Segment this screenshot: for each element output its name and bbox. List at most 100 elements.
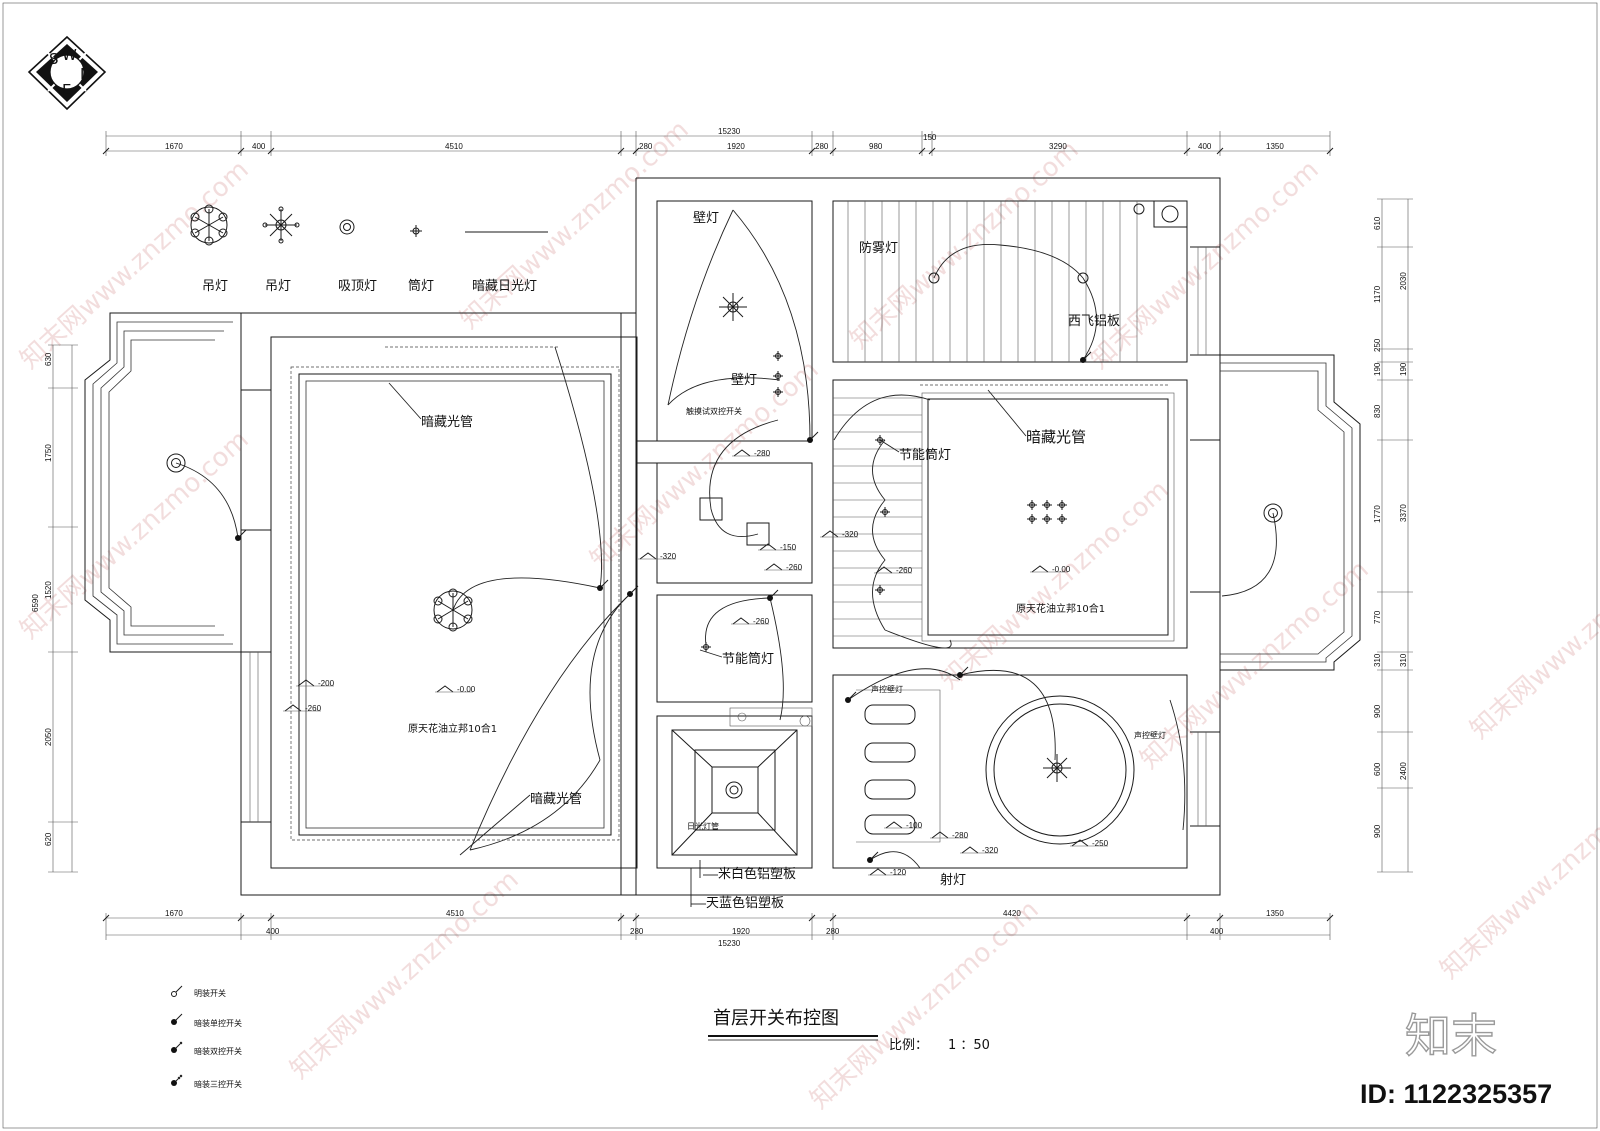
fog-lamp-icon xyxy=(1077,272,1089,284)
downlight-icon xyxy=(1057,500,1067,510)
dim-top-9: 3290 xyxy=(1049,142,1067,151)
ceiling-light-icon xyxy=(339,219,355,235)
wall-switch-icon xyxy=(807,431,819,443)
dim-left-2: 1750 xyxy=(44,444,53,462)
plan-fixtures xyxy=(166,272,1283,799)
label-touch-switch: 触摸试双控开关 xyxy=(686,406,742,416)
label-ceiling-note-1: 原天花油立邦10合1 xyxy=(408,722,497,735)
level-4: -260 xyxy=(786,563,803,572)
dim-top-6: 280 xyxy=(815,142,829,151)
compass-icon: S W N E xyxy=(27,35,107,111)
dim-left-5: 620 xyxy=(44,832,53,846)
label-hidden-tube-1: 暗藏光管 xyxy=(421,415,473,430)
label-spotlight: 射灯 xyxy=(940,872,966,888)
wall-switch-icon xyxy=(627,585,639,597)
legend-label-5: 暗藏日光灯 xyxy=(472,279,537,294)
dim-right-1: 610 xyxy=(1373,216,1382,230)
dim-bottom-5: 1920 xyxy=(732,927,750,936)
label-hidden-tube-3: 暗藏光管 xyxy=(530,792,582,807)
resource-id: ID: 1122325357 xyxy=(1360,1079,1552,1109)
label-downlight-1: 节能筒灯 xyxy=(899,447,951,463)
downlight-icon xyxy=(875,585,885,595)
level-7: -0.00 xyxy=(1052,565,1071,574)
fixture-legend: 吊灯 吊灯 吸顶灯 筒灯 暗藏日光灯 xyxy=(190,204,548,294)
dim-top-8: 150 xyxy=(923,133,937,142)
dim-bottom-4: 280 xyxy=(630,927,644,936)
drawing-title: 首层开关布控图 xyxy=(713,1008,839,1029)
wall-switch-icon xyxy=(767,589,779,601)
single-switch-icon xyxy=(171,1013,183,1025)
switch-legend: 明装开关 暗装单控开关 暗装双控开关 暗装三控开关 xyxy=(171,985,242,1089)
level-6: -260 xyxy=(753,617,770,626)
dim-right-6: 1770 xyxy=(1373,505,1382,523)
dim-right-5: 830 xyxy=(1373,404,1382,418)
dim-left-3: 1520 xyxy=(44,581,53,599)
ceiling-light-icon xyxy=(1263,503,1283,523)
dim-top-1: 1670 xyxy=(165,142,183,151)
dim-top-2: 400 xyxy=(252,142,266,151)
chandelier-large-icon xyxy=(190,204,228,246)
dim-right-10: 600 xyxy=(1373,762,1382,776)
dim-top-3: 4510 xyxy=(445,142,463,151)
dim-top-total: 15230 xyxy=(718,127,741,136)
fog-lamp-icon xyxy=(928,272,940,284)
dimension-text-left: 630 1750 1520 2050 620 6590 xyxy=(31,352,53,846)
scale-label: 比例： xyxy=(889,1038,928,1053)
label-sound-lamp-1: 声控壁灯 xyxy=(871,684,903,694)
legend-label-3: 吸顶灯 xyxy=(338,279,377,294)
compass-s: S xyxy=(49,50,59,68)
dim-left-4: 2050 xyxy=(44,728,53,746)
downlight-icon xyxy=(880,507,890,517)
dim-right-2: 1170 xyxy=(1373,285,1382,303)
level-14: -320 xyxy=(982,846,999,855)
switch-legend-3: 暗装双控开关 xyxy=(194,1046,242,1056)
wall-switch-icon xyxy=(597,579,609,591)
downlight-icon xyxy=(1042,500,1052,510)
compass-n: N xyxy=(80,65,91,83)
dim-right-7: 770 xyxy=(1373,610,1382,624)
level-8: -260 xyxy=(896,566,913,575)
label-downlight-2: 节能筒灯 xyxy=(722,651,774,667)
exhaust-fan-icon xyxy=(746,522,770,546)
watermark-text: 知末网www.znzmo.com xyxy=(1465,525,1600,745)
dim-bottom-8: 400 xyxy=(1210,927,1224,936)
level-5: -320 xyxy=(660,552,677,561)
downlight-icon xyxy=(1057,514,1067,524)
downlight-icon xyxy=(773,387,783,397)
label-fog-lamp: 防雾灯 xyxy=(859,240,898,256)
plan-labels: 壁灯 壁灯 触摸试双控开关 防雾灯 西飞铝板 暗藏光管 暗藏光管 暗藏光管 节能… xyxy=(388,211,1166,911)
compass-e: E xyxy=(62,81,71,99)
dim-right-outer-5: 2400 xyxy=(1399,762,1408,780)
level-10: -260 xyxy=(305,704,322,713)
chandelier-small-icon xyxy=(262,206,300,244)
level-16: -120 xyxy=(890,868,907,877)
dim-bottom-2: 400 xyxy=(266,927,280,936)
dim-bottom-6: 280 xyxy=(826,927,840,936)
chandelier-small-icon xyxy=(719,293,747,321)
dimension-lines xyxy=(48,131,1413,940)
dim-right-outer-4: 310 xyxy=(1399,653,1408,667)
dim-top-7: 980 xyxy=(869,142,883,151)
label-aluminum-panel: 西飞铝板 xyxy=(1068,314,1120,329)
level-markers: -280 -320 -150 -260 -320 -260 -0.00 -260… xyxy=(283,449,1109,877)
dim-left-1: 630 xyxy=(44,352,53,366)
level-13: -280 xyxy=(952,831,969,840)
ceiling-light-icon xyxy=(725,781,743,799)
dim-top-11: 1350 xyxy=(1266,142,1284,151)
level-9: -200 xyxy=(318,679,335,688)
dim-bottom-total: 15230 xyxy=(718,939,741,948)
level-11: -0.00 xyxy=(457,685,476,694)
downlight-icon xyxy=(1027,500,1037,510)
level-3: -150 xyxy=(780,543,797,552)
legend-label-4: 筒灯 xyxy=(408,278,434,294)
watermark-text: 知末网www.znzmo.com xyxy=(1085,155,1325,375)
wall-switch-icon xyxy=(867,851,879,863)
exhaust-fan-icon xyxy=(699,497,723,521)
dim-bottom-1: 1670 xyxy=(165,909,183,918)
dim-right-4: 190 xyxy=(1373,362,1382,376)
legend-label-1: 吊灯 xyxy=(202,279,228,294)
scale-value: 1 ：50 xyxy=(948,1038,990,1053)
dim-bottom-3: 4510 xyxy=(446,909,464,918)
